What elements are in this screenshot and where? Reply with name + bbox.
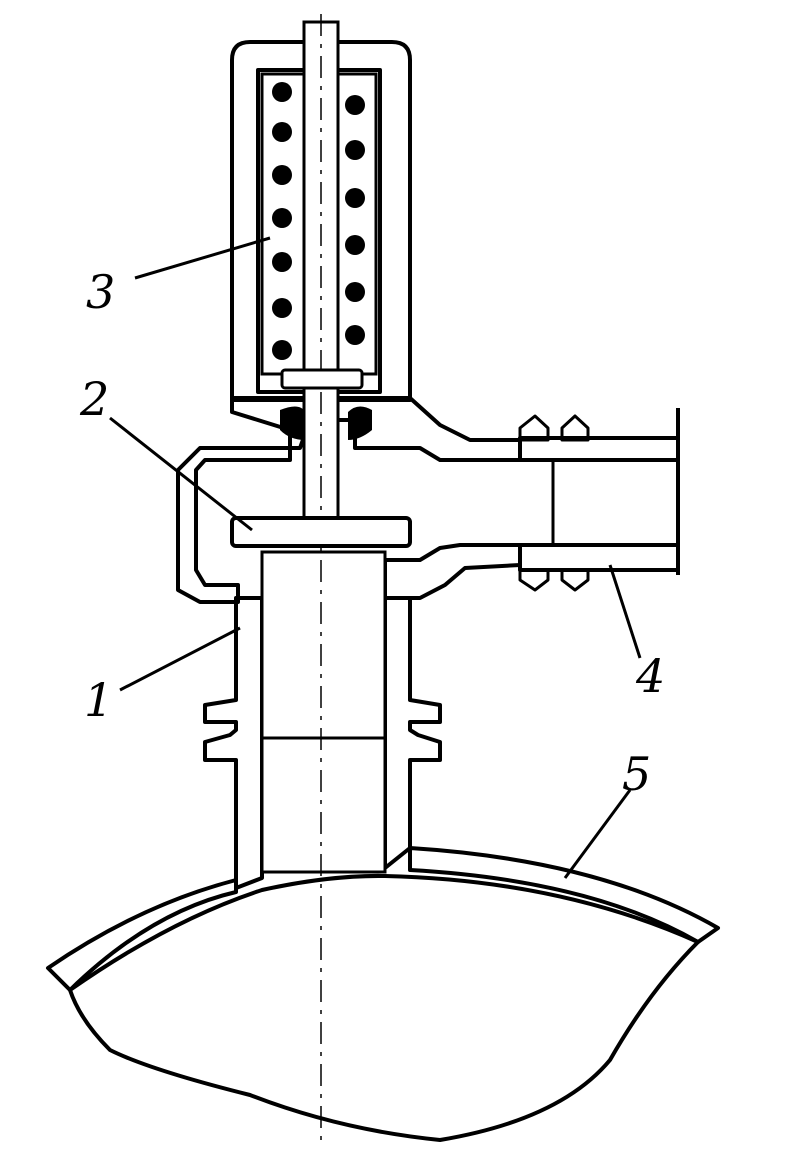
callout-5: 5 [622, 747, 651, 801]
pressure-vessel [46, 846, 720, 1142]
callout-3: 3 [86, 265, 115, 319]
callout-2: 2 [79, 372, 109, 426]
callout-1: 1 [84, 673, 113, 727]
valve-body [176, 396, 522, 890]
callout-leaders [109, 236, 642, 879]
valve-disc [230, 516, 412, 548]
stem-packing [280, 406, 372, 440]
outlet-pipe [518, 408, 680, 592]
callout-4: 4 [635, 649, 665, 703]
